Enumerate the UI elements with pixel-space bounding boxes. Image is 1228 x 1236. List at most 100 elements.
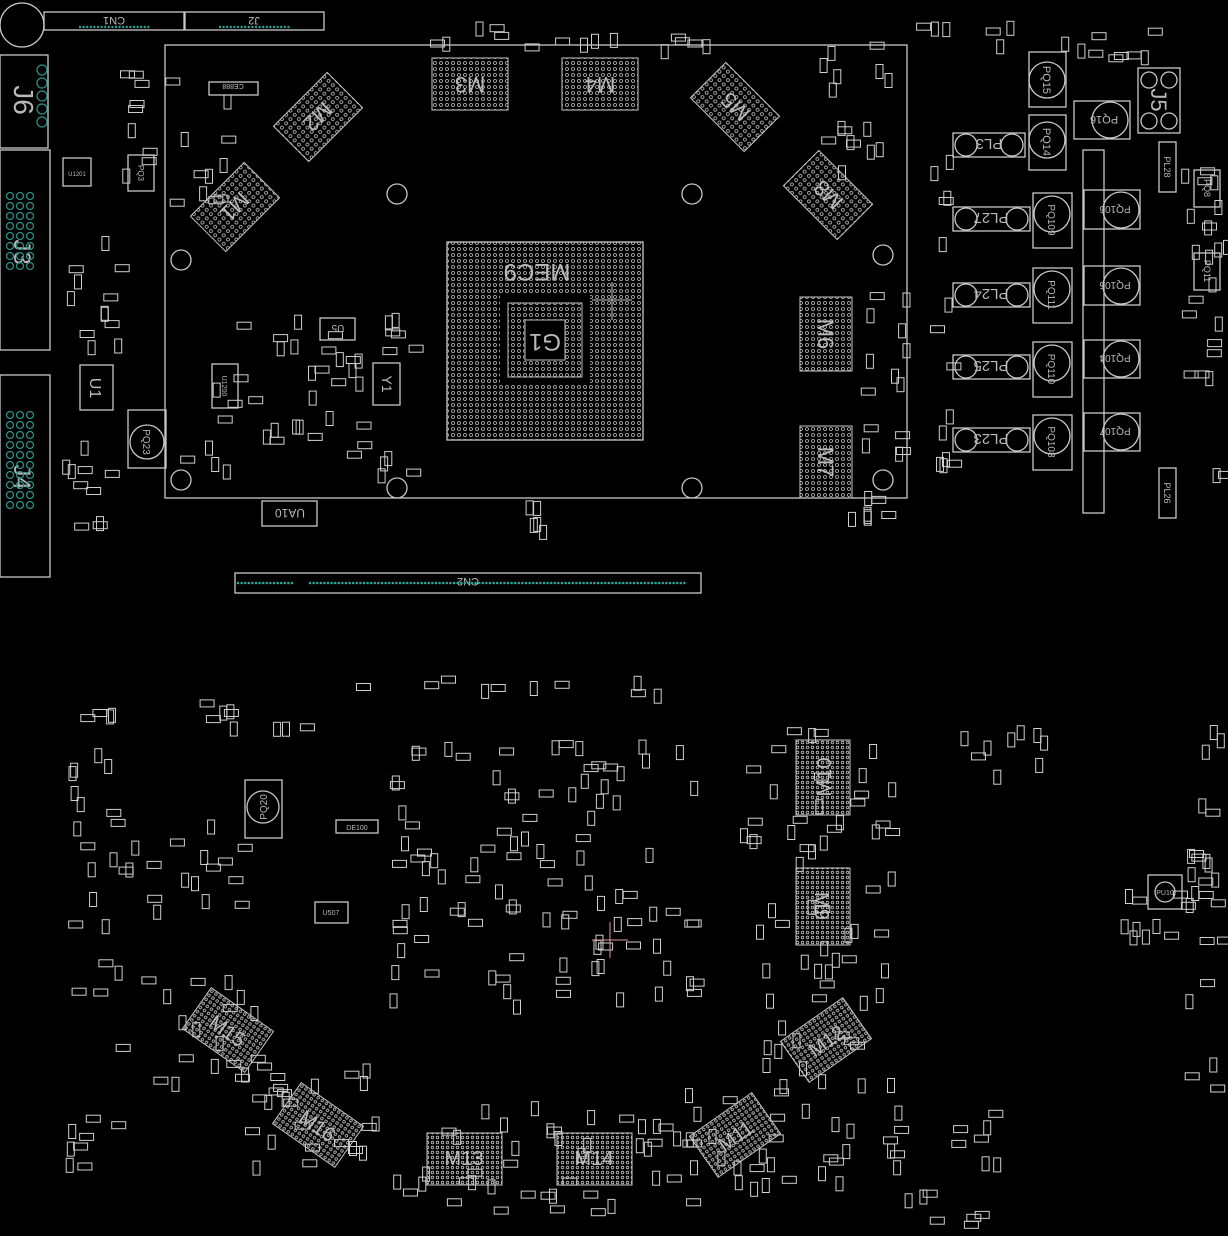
smd-pad[interactable] <box>302 1159 318 1168</box>
smd-pad[interactable] <box>642 753 650 769</box>
smd-pad[interactable] <box>686 919 702 928</box>
smd-pad[interactable] <box>446 1198 462 1207</box>
smd-pad[interactable] <box>67 464 76 480</box>
smd-pad[interactable] <box>1033 728 1042 743</box>
smd-pad[interactable] <box>1218 470 1228 479</box>
smd-pad[interactable] <box>756 924 764 940</box>
smd-pad[interactable] <box>771 745 787 754</box>
smd-pad[interactable] <box>421 861 430 877</box>
memory-chip-m4[interactable]: M4 <box>561 57 639 111</box>
smd-pad[interactable] <box>134 79 150 88</box>
cpu-package-g1[interactable]: MEC9 G1 <box>446 241 644 441</box>
smd-pad[interactable] <box>80 440 89 456</box>
smd-pad[interactable] <box>73 1142 89 1151</box>
smd-pad[interactable] <box>404 821 420 830</box>
smd-pad[interactable] <box>114 338 123 354</box>
smd-pad[interactable] <box>308 365 316 381</box>
smd-pad[interactable] <box>377 468 386 484</box>
smd-pad[interactable] <box>212 382 221 398</box>
smd-pad[interactable] <box>861 438 870 454</box>
smd-pad[interactable] <box>666 1174 682 1183</box>
smd-pad[interactable] <box>307 432 323 441</box>
smd-pad[interactable] <box>885 828 901 836</box>
smd-pad[interactable] <box>66 1141 75 1157</box>
smd-pad[interactable] <box>499 747 515 756</box>
smd-pad[interactable] <box>722 1096 738 1105</box>
smd-pad[interactable] <box>391 775 400 791</box>
smd-pad[interactable] <box>938 197 954 205</box>
smd-pad[interactable] <box>766 1157 775 1173</box>
smd-pad[interactable] <box>561 914 570 930</box>
smd-pad[interactable] <box>147 894 163 903</box>
smd-pad[interactable] <box>779 1079 788 1095</box>
connector-cn2[interactable]: CN2 <box>234 572 702 594</box>
smd-pad[interactable] <box>410 854 426 863</box>
smd-pad[interactable] <box>503 1159 519 1168</box>
smd-pad[interactable] <box>496 827 512 836</box>
smd-pad[interactable] <box>866 144 875 160</box>
smd-pad[interactable] <box>356 683 371 691</box>
smd-pad[interactable] <box>481 1104 490 1120</box>
smd-pad[interactable] <box>1199 937 1215 945</box>
smd-pad[interactable] <box>390 330 406 339</box>
smd-pad[interactable] <box>509 953 525 962</box>
smd-pad[interactable] <box>763 1040 772 1056</box>
smd-pad[interactable] <box>282 721 290 737</box>
smd-pad[interactable] <box>983 1120 992 1136</box>
smd-pad[interactable] <box>1006 20 1015 36</box>
smd-pad[interactable] <box>554 680 570 689</box>
smd-pad[interactable] <box>110 818 126 827</box>
smd-pad[interactable] <box>530 1101 539 1117</box>
smd-pad[interactable] <box>1120 919 1129 935</box>
smd-pad[interactable] <box>996 39 1005 55</box>
connector-j5[interactable]: J5 <box>1137 67 1181 134</box>
smd-pad[interactable] <box>556 989 571 998</box>
smd-pad[interactable] <box>219 158 228 173</box>
smd-pad[interactable] <box>774 919 790 928</box>
smd-pad[interactable] <box>653 688 662 704</box>
smd-pad[interactable] <box>1147 27 1163 36</box>
smd-pad[interactable] <box>1035 757 1044 773</box>
smd-pad[interactable] <box>831 1117 840 1133</box>
smd-pad[interactable] <box>1197 177 1213 186</box>
smd-pad[interactable] <box>92 521 108 530</box>
smd-pad[interactable] <box>122 168 131 184</box>
smd-pad[interactable] <box>818 1074 827 1090</box>
smd-pad[interactable] <box>493 1206 509 1215</box>
smd-pad[interactable] <box>504 792 520 801</box>
memory-chip-m16[interactable]: M16 <box>271 1082 365 1168</box>
smd-pad[interactable] <box>276 341 285 357</box>
smd-pad[interactable] <box>233 374 249 383</box>
connector-j6[interactable]: J6 <box>0 54 49 149</box>
inductor-pl26[interactable]: PL26 <box>1158 467 1177 519</box>
smd-pad[interactable] <box>331 378 347 387</box>
smd-pad[interactable] <box>792 815 808 824</box>
smd-pad[interactable] <box>210 1058 219 1074</box>
smd-pad[interactable] <box>580 773 589 789</box>
smd-pad[interactable] <box>985 27 1001 36</box>
inductor-pl28[interactable]: PL28 <box>1158 141 1177 193</box>
smd-pad[interactable] <box>686 988 702 997</box>
smd-pad[interactable] <box>944 297 953 313</box>
smd-pad[interactable] <box>345 356 361 364</box>
smd-pad[interactable] <box>850 798 866 807</box>
smd-pad[interactable] <box>922 1189 938 1198</box>
part-pu10[interactable]: PU10 <box>1147 874 1183 910</box>
smd-pad[interactable] <box>1194 370 1210 379</box>
smd-pad[interactable] <box>199 699 215 708</box>
smd-pad[interactable] <box>558 740 574 749</box>
smd-pad[interactable] <box>89 892 98 907</box>
smd-pad[interactable] <box>591 33 599 49</box>
smd-pad[interactable] <box>74 522 90 531</box>
smd-pad[interactable] <box>510 836 518 852</box>
smd-pad[interactable] <box>863 424 879 433</box>
smd-pad[interactable] <box>555 976 571 985</box>
smd-pad[interactable] <box>165 77 181 86</box>
smd-pad[interactable] <box>68 920 84 929</box>
smd-pad[interactable] <box>875 142 884 158</box>
inductor-pl24[interactable]: PL24 <box>952 282 1031 308</box>
smd-pad[interactable] <box>127 123 136 139</box>
smd-pad[interactable] <box>222 464 231 480</box>
smd-pad[interactable] <box>1209 1057 1218 1073</box>
smd-pad[interactable] <box>346 450 362 459</box>
